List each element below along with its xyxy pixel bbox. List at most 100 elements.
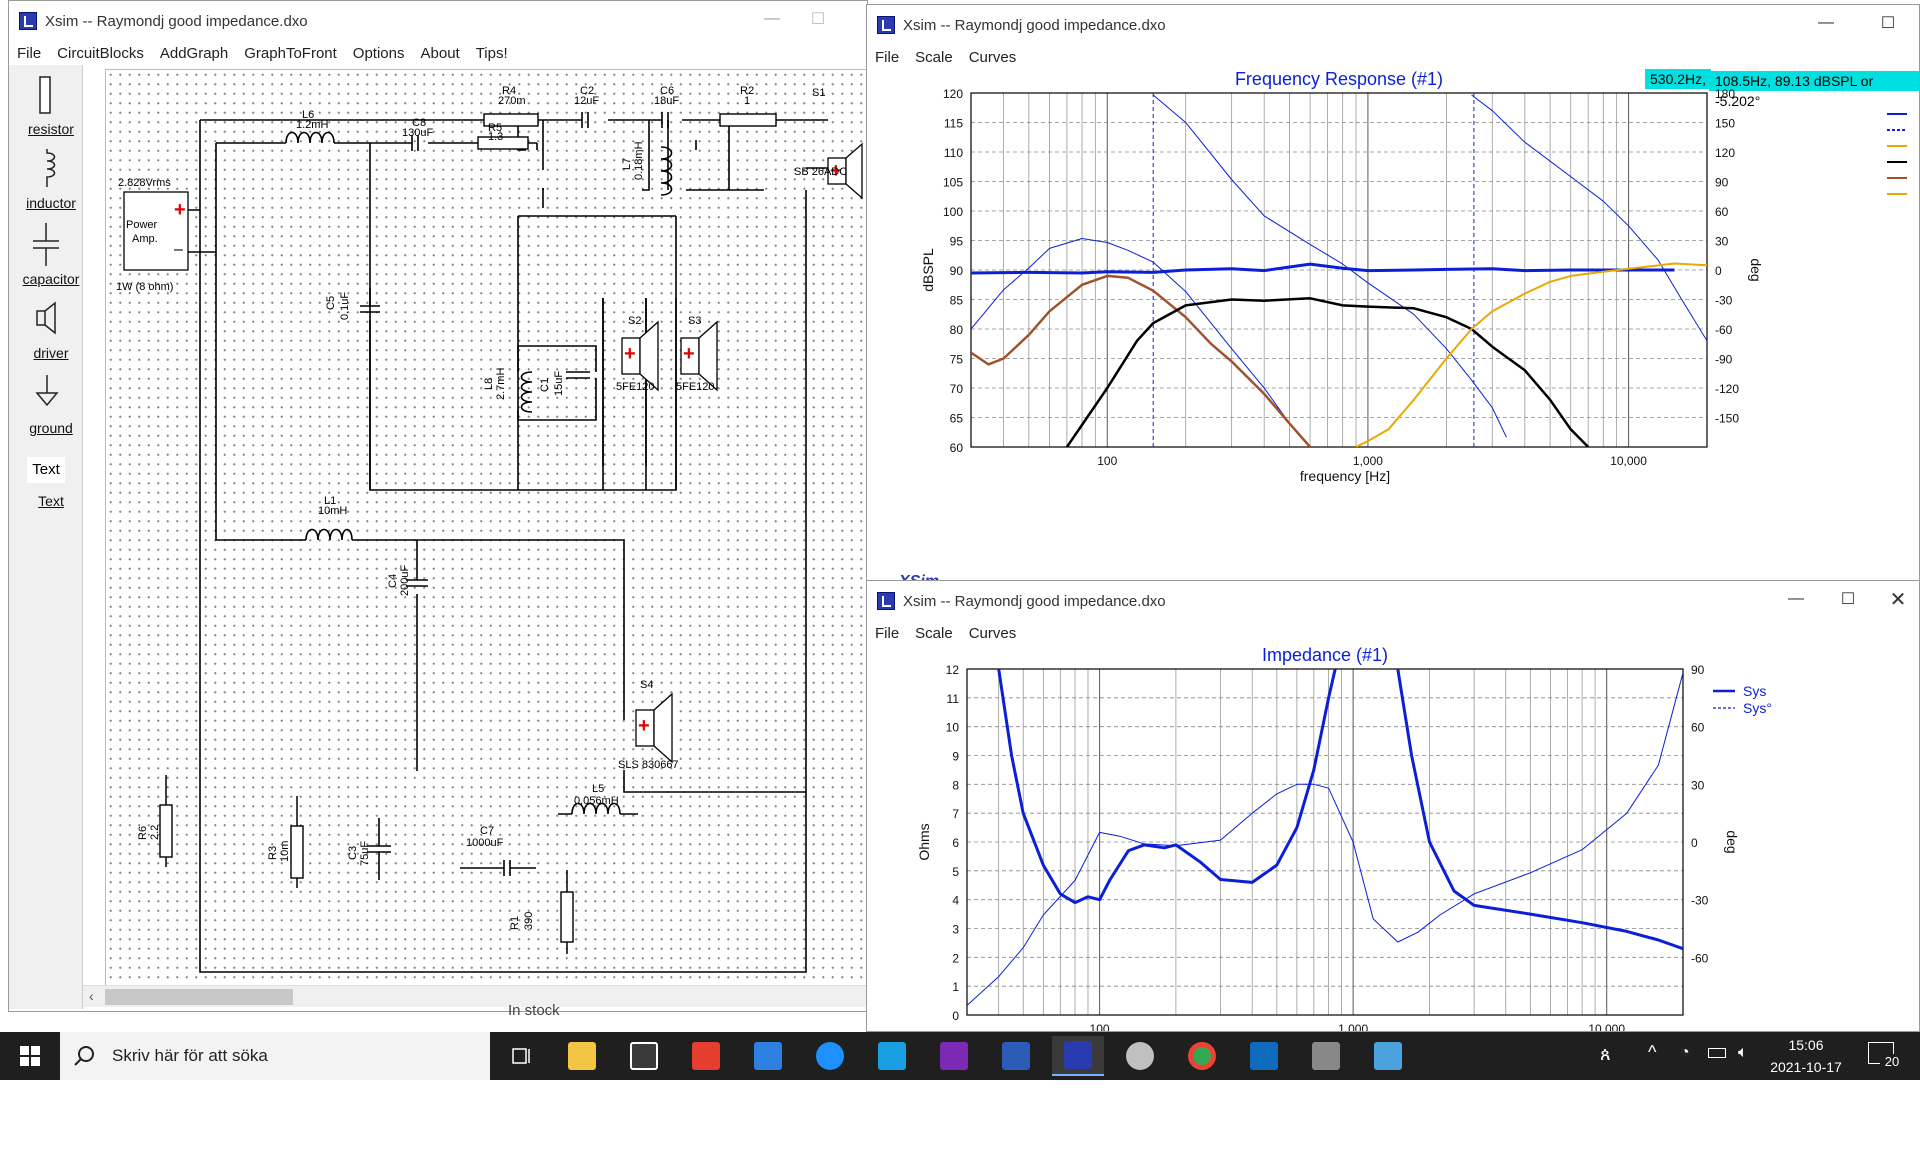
- y-tick-label: 115: [944, 117, 963, 131]
- y2-tick-label: 0: [1715, 264, 1722, 278]
- text-tool-icon[interactable]: Text: [27, 457, 65, 483]
- tool-driver[interactable]: driver: [33, 345, 69, 361]
- svg-text:1.3: 1.3: [488, 131, 503, 143]
- svg-text:S3: S3: [688, 315, 701, 327]
- menu-about[interactable]: About: [420, 44, 460, 62]
- cursor-readout-left: 530.2Hz,: [1645, 69, 1712, 89]
- svg-text:+: +: [638, 715, 650, 737]
- edge-icon[interactable]: [804, 1036, 856, 1076]
- imp-menu-bar: File Scale Curves: [867, 621, 1919, 645]
- tool-resistor[interactable]: resistor: [28, 121, 74, 137]
- y-tick-label: 0: [952, 1009, 959, 1023]
- menu-scale[interactable]: Scale: [915, 624, 953, 642]
- imp-title-bar[interactable]: Xsim -- Raymondj good impedance.dxo — ☐ …: [867, 581, 1919, 621]
- xsim-app-icon: [19, 12, 37, 30]
- menu-options[interactable]: Options: [352, 44, 405, 62]
- lync-icon[interactable]: [866, 1036, 918, 1076]
- maximize-icon[interactable]: ☐: [1840, 591, 1856, 608]
- maximize-icon[interactable]: ☐: [1880, 15, 1896, 32]
- resistor-tool-icon[interactable]: [33, 73, 57, 117]
- menu-file[interactable]: File: [875, 624, 900, 642]
- y-tick-label: 110: [944, 146, 963, 160]
- store-icon[interactable]: [618, 1036, 670, 1076]
- svg-text:200uF: 200uF: [399, 565, 411, 596]
- maximize-icon[interactable]: ☐: [810, 11, 826, 28]
- people-icon[interactable]: ጰ: [1600, 1044, 1611, 1064]
- close-icon[interactable]: ✕: [1889, 588, 1907, 611]
- tool-capacitor[interactable]: capacitor: [22, 271, 80, 287]
- plot-frame: [966, 668, 1684, 1016]
- series-line-2: [1152, 94, 1507, 438]
- series-line-7: [1065, 297, 1590, 447]
- start-button[interactable]: [0, 1032, 60, 1080]
- chevron-up-icon[interactable]: ^: [1648, 1042, 1657, 1062]
- menu-graphtofront[interactable]: GraphToFront: [244, 44, 337, 62]
- svg-text:0.056mH: 0.056mH: [574, 795, 619, 807]
- chrome-icon[interactable]: [1176, 1036, 1228, 1076]
- y-tick-label: 60: [950, 441, 964, 455]
- x-tick-label: 1,000: [1338, 1022, 1368, 1032]
- photos-icon[interactable]: [1362, 1036, 1414, 1076]
- svg-text:75uF: 75uF: [359, 841, 371, 866]
- clock[interactable]: 15:06 2021-10-17: [1766, 1034, 1846, 1078]
- svg-text:1: 1: [744, 95, 750, 107]
- series-line-1: [1396, 669, 1683, 951]
- svg-text:L1: L1: [324, 495, 336, 507]
- calculator-icon[interactable]: [1300, 1036, 1352, 1076]
- y-tick-label: 120: [943, 87, 963, 101]
- y2-tick-label: 0: [1691, 836, 1698, 850]
- background-in-stock: In stock: [508, 1002, 560, 1019]
- menu-curves[interactable]: Curves: [968, 624, 1017, 642]
- svg-text:C7: C7: [480, 825, 494, 837]
- svg-text:10m: 10m: [279, 841, 291, 862]
- svg-text:C2: C2: [580, 85, 594, 97]
- schematic-hscrollbar[interactable]: ‹: [83, 985, 867, 1007]
- y-axis-label: Ohms: [916, 823, 932, 860]
- driver-tool-icon[interactable]: [33, 299, 61, 339]
- clock-time: 15:06: [1788, 1037, 1824, 1053]
- task-view-icon[interactable]: [496, 1036, 548, 1076]
- menu-curves[interactable]: Curves: [968, 48, 1017, 66]
- menu-circuitblocks[interactable]: CircuitBlocks: [57, 44, 144, 62]
- tool-inductor[interactable]: inductor: [26, 195, 76, 211]
- y2-tick-label: -60: [1691, 951, 1709, 965]
- app-red-icon[interactable]: [680, 1036, 732, 1076]
- outlook-icon[interactable]: [1238, 1036, 1290, 1076]
- menu-file[interactable]: File: [875, 48, 900, 66]
- scroll-left-icon[interactable]: ‹: [89, 988, 94, 1004]
- tool-text[interactable]: Text: [38, 493, 64, 509]
- svg-text:R1: R1: [509, 916, 521, 930]
- file-explorer-icon[interactable]: [556, 1036, 608, 1076]
- menu-addgraph[interactable]: AddGraph: [159, 44, 229, 62]
- onenote-icon[interactable]: [928, 1036, 980, 1076]
- freq-menu-bar: File Scale Curves: [867, 45, 1919, 69]
- menu-tips[interactable]: Tips!: [475, 44, 508, 62]
- minimize-icon[interactable]: —: [1818, 14, 1834, 31]
- volume-icon[interactable]: 🔈︎: [1738, 1044, 1748, 1061]
- freq-title-bar[interactable]: Xsim -- Raymondj good impedance.dxo — ☐: [867, 5, 1919, 45]
- taskbar-search[interactable]: Skriv här för att söka: [60, 1032, 490, 1080]
- y2-tick-label: 120: [1715, 146, 1735, 160]
- frequency-response-chart[interactable]: 1201151101051009590858075706560180150120…: [867, 71, 1919, 583]
- svg-text:15uF: 15uF: [553, 371, 565, 396]
- series-line-1: [971, 238, 1290, 424]
- paint-icon[interactable]: [1114, 1036, 1166, 1076]
- mail-icon[interactable]: [742, 1036, 794, 1076]
- minimize-icon[interactable]: —: [764, 10, 780, 27]
- minimize-icon[interactable]: —: [1788, 590, 1804, 607]
- tool-ground[interactable]: ground: [29, 420, 73, 436]
- network-icon[interactable]: ◔: [1680, 1044, 1690, 1061]
- menu-scale[interactable]: Scale: [915, 48, 953, 66]
- capacitor-tool-icon[interactable]: [31, 221, 61, 267]
- schematic-canvas[interactable]: + – ++++ 2.828Vrms Power Amp. 1W (8 ohm)…: [105, 69, 867, 989]
- battery-icon[interactable]: [1708, 1048, 1726, 1058]
- inductor-tool-icon[interactable]: [33, 147, 61, 191]
- scrollbar-thumb[interactable]: [105, 989, 293, 1005]
- xsim-task-icon[interactable]: [1052, 1036, 1104, 1076]
- menu-file[interactable]: File: [17, 44, 42, 62]
- svg-text:SB 26ADC: SB 26ADC: [794, 166, 847, 178]
- word-icon[interactable]: [990, 1036, 1042, 1076]
- ground-tool-icon[interactable]: [33, 373, 61, 411]
- schematic-title-bar[interactable]: Xsim -- Raymondj good impedance.dxo — ☐: [9, 1, 867, 41]
